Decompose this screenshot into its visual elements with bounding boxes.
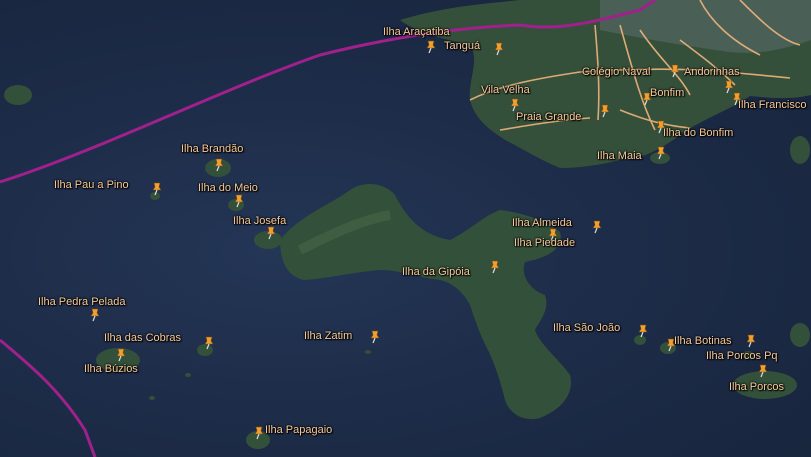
ilha-papagaio-pushpin-icon[interactable]: [252, 426, 266, 440]
island-cobras: [197, 344, 213, 356]
tangua-pushpin-icon[interactable]: [492, 42, 506, 56]
ilha-brandao-label[interactable]: Ilha Brandão: [181, 143, 244, 155]
island-left: [4, 85, 32, 105]
ilha-piedade-label[interactable]: Ilha Piedade: [514, 237, 576, 249]
island-porcos-pq: [742, 351, 754, 359]
ilha-piedade-pushpin-icon[interactable]: [546, 228, 560, 242]
ilha-porcos-pq-label[interactable]: Ilha Porcos Pq: [706, 350, 778, 362]
island-sao-joao: [634, 335, 646, 345]
ilha-josefa-label[interactable]: Ilha Josefa: [233, 215, 287, 227]
ilha-das-cobras-label[interactable]: Ilha das Cobras: [104, 332, 182, 344]
roads: [469, 0, 801, 131]
gipoia-island: [280, 183, 571, 420]
ilha-josefa-pushpin-icon[interactable]: [264, 226, 278, 240]
vila-velha-pushpin-icon[interactable]: [508, 98, 522, 112]
ilha-porcos-pushpin-icon[interactable]: [756, 364, 770, 378]
ilha-almeida-label[interactable]: Ilha Almeida: [512, 217, 572, 229]
island-papagaio: [246, 431, 270, 449]
ilha-buzios-label[interactable]: Ilha Búzios: [84, 363, 138, 375]
ilha-sao-joao-pushpin-icon[interactable]: [636, 324, 650, 338]
ilha-maia-label[interactable]: Ilha Maia: [597, 150, 642, 162]
ilha-porcos-pq-pushpin-icon[interactable]: [744, 334, 758, 348]
island-josefa: [254, 231, 282, 249]
ilha-do-meio-label[interactable]: Ilha do Meio: [198, 182, 258, 194]
island-pau-a-pino: [150, 192, 160, 200]
tangua-label[interactable]: Tanguá: [444, 40, 481, 52]
ilha-maia-pushpin-icon[interactable]: [654, 146, 668, 160]
bonfim-pushpin-icon[interactable]: [640, 92, 654, 106]
ilha-das-cobras-pushpin-icon[interactable]: [202, 336, 216, 350]
ilha-francisco-pushpin-icon[interactable]: [730, 92, 744, 106]
ilha-aracatiba-label[interactable]: Ilha Araçatiba: [383, 26, 450, 38]
ilha-pedra-pelada-label[interactable]: Ilha Pedra Pelada: [38, 296, 126, 308]
ilha-zatim-pushpin-icon[interactable]: [368, 330, 382, 344]
boundary-line-lower: [0, 338, 97, 457]
ilha-pedra-pelada-pushpin-icon[interactable]: [88, 308, 102, 322]
ilha-pau-a-pino-pushpin-icon[interactable]: [150, 182, 164, 196]
island-buzios: [96, 348, 140, 372]
colegio-naval-pushpin-icon[interactable]: [668, 64, 682, 78]
praia-grande-pushpin-icon[interactable]: [598, 104, 612, 118]
ilha-da-gipoia-pushpin-icon[interactable]: [488, 260, 502, 274]
andorinhas-pushpin-icon[interactable]: [722, 80, 736, 94]
praia-grande-label[interactable]: Praia Grande: [516, 111, 582, 123]
colegio-naval-label[interactable]: Colégio Naval: [582, 66, 651, 78]
ilha-pau-a-pino-label[interactable]: Ilha Pau a Pino: [54, 179, 129, 191]
ilha-do-meio-pushpin-icon[interactable]: [232, 194, 246, 208]
ilha-do-bonfim-label[interactable]: Ilha do Bonfim: [663, 127, 734, 139]
island-porcos: [733, 371, 797, 399]
vila-velha-label[interactable]: Vila Velha: [481, 84, 530, 96]
ilha-papagaio-label[interactable]: Ilha Papagaio: [265, 424, 333, 436]
ilha-francisco-label[interactable]: Ilha Francisco: [738, 99, 807, 111]
andorinhas-label[interactable]: Andorinhas: [684, 66, 740, 78]
bonfim-label[interactable]: Bonfim: [650, 87, 685, 99]
ilha-do-bonfim-pushpin-icon[interactable]: [654, 120, 668, 134]
ilha-aracatiba-pushpin-icon[interactable]: [424, 40, 438, 54]
ilha-buzios-pushpin-icon[interactable]: [114, 348, 128, 362]
ilha-almeida-pushpin-icon[interactable]: [590, 220, 604, 234]
ilha-zatim-label[interactable]: Ilha Zatim: [304, 330, 353, 342]
ilha-brandao-pushpin-icon[interactable]: [212, 158, 226, 172]
ilha-botinas-label[interactable]: Ilha Botinas: [674, 335, 732, 347]
ilha-botinas-pushpin-icon[interactable]: [664, 338, 678, 352]
boundary-line: [0, 0, 656, 184]
ilha-porcos-label[interactable]: Ilha Porcos: [729, 381, 785, 393]
ilha-da-gipoia-label[interactable]: Ilha da Gipóia: [402, 266, 470, 278]
ilha-sao-joao-label[interactable]: Ilha São João: [553, 322, 621, 334]
island-right-edge: [790, 136, 810, 164]
